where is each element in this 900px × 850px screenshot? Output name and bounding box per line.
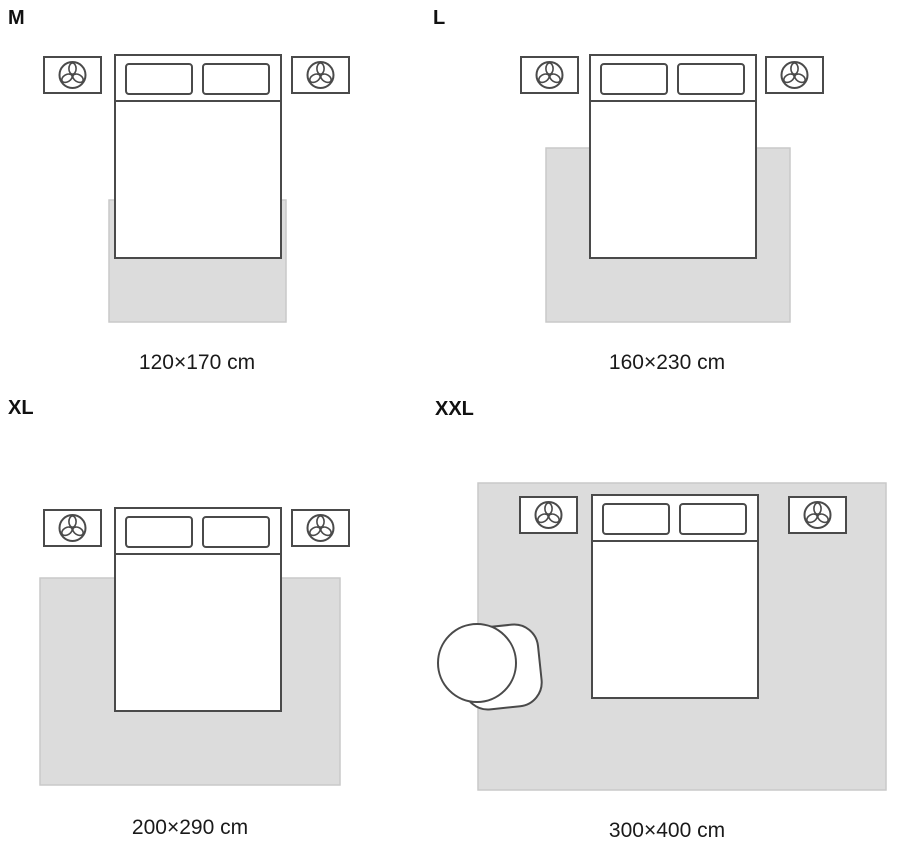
nightstand-left	[43, 56, 102, 94]
dimension-label-l: 160×230 cm	[608, 351, 726, 374]
nightstand-left	[519, 496, 578, 534]
dimension-label-m: 120×170 cm	[138, 351, 256, 374]
panel-m	[43, 54, 350, 323]
bed	[589, 54, 757, 259]
bed	[114, 507, 282, 712]
size-label-xxl: XXL	[435, 398, 474, 420]
dimension-label-xl: 200×290 cm	[131, 816, 249, 839]
size-label-l: L	[433, 7, 446, 29]
armchair-seat	[437, 623, 517, 703]
bed	[591, 494, 759, 699]
bed	[114, 54, 282, 259]
panel-xl	[39, 507, 350, 786]
nightstand-right	[291, 509, 350, 547]
nightstand-right	[291, 56, 350, 94]
armchair-icon	[437, 623, 543, 711]
nightstand-left	[520, 56, 579, 94]
nightstand-right	[765, 56, 824, 94]
panel-l	[520, 54, 824, 323]
nightstand-right	[788, 496, 847, 534]
nightstand-left	[43, 509, 102, 547]
size-label-m: M	[8, 7, 25, 29]
size-label-xl: XL	[8, 397, 34, 419]
dimension-label-xxl: 300×400 cm	[608, 819, 726, 842]
panel-xxl	[437, 482, 887, 791]
